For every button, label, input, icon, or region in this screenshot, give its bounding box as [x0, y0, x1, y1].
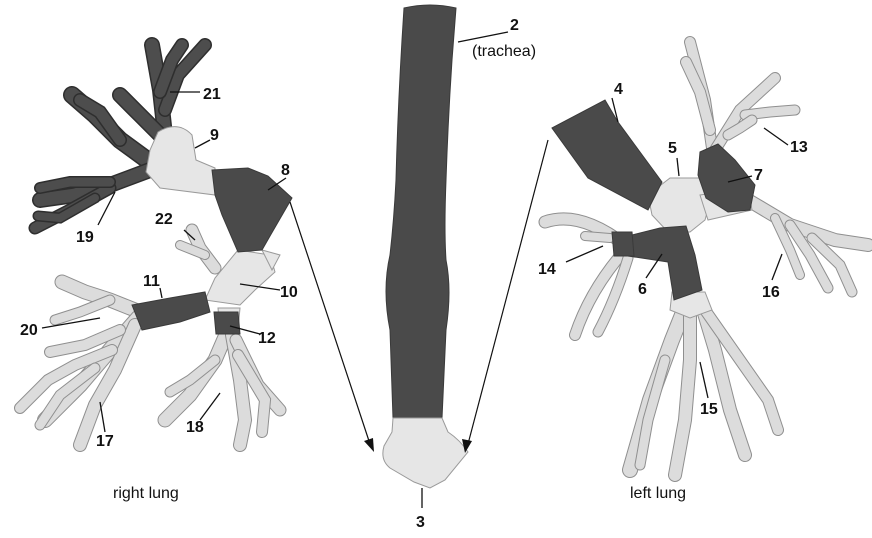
label-20: 20 [20, 322, 38, 339]
label-16: 16 [762, 284, 780, 301]
captions: right lung left lung [113, 485, 686, 502]
label-12: 12 [258, 330, 276, 347]
label-18: 18 [186, 419, 204, 436]
arrow-right-lung-to-trachea [290, 202, 370, 444]
label-9: 9 [210, 127, 219, 144]
trachea-lower-light [383, 418, 468, 488]
label-13: 13 [790, 139, 808, 156]
label-19: 19 [76, 229, 94, 246]
label-17: 17 [96, 433, 114, 450]
label-5: 5 [668, 140, 677, 157]
label-8: 8 [281, 162, 290, 179]
arrow-left-lung-to-trachea [468, 140, 548, 444]
segment-9-light [146, 127, 215, 195]
label-4: 4 [614, 81, 623, 98]
label-10: 10 [280, 284, 298, 301]
label-3: 3 [416, 514, 425, 531]
label-7: 7 [754, 167, 763, 184]
trachea-upper-dark [386, 5, 456, 418]
label-trachea: (trachea) [472, 43, 536, 60]
caption-left-lung: left lung [630, 485, 686, 502]
label-15: 15 [700, 401, 718, 418]
segment-12-dark [214, 312, 240, 334]
label-14: 14 [538, 261, 556, 278]
trachea-model [383, 5, 468, 488]
label-22: 22 [155, 211, 173, 228]
arrowhead-right [364, 438, 374, 452]
right-lung-model [20, 45, 292, 445]
label-11: 11 [143, 273, 160, 290]
caption-right-lung: right lung [113, 485, 179, 502]
segment-8-dark [212, 168, 292, 252]
label-2: 2 [510, 17, 519, 34]
label-21: 21 [203, 86, 221, 103]
label-6: 6 [638, 281, 647, 298]
segment-11-dark [132, 292, 210, 330]
segment-4-dark [552, 100, 662, 210]
